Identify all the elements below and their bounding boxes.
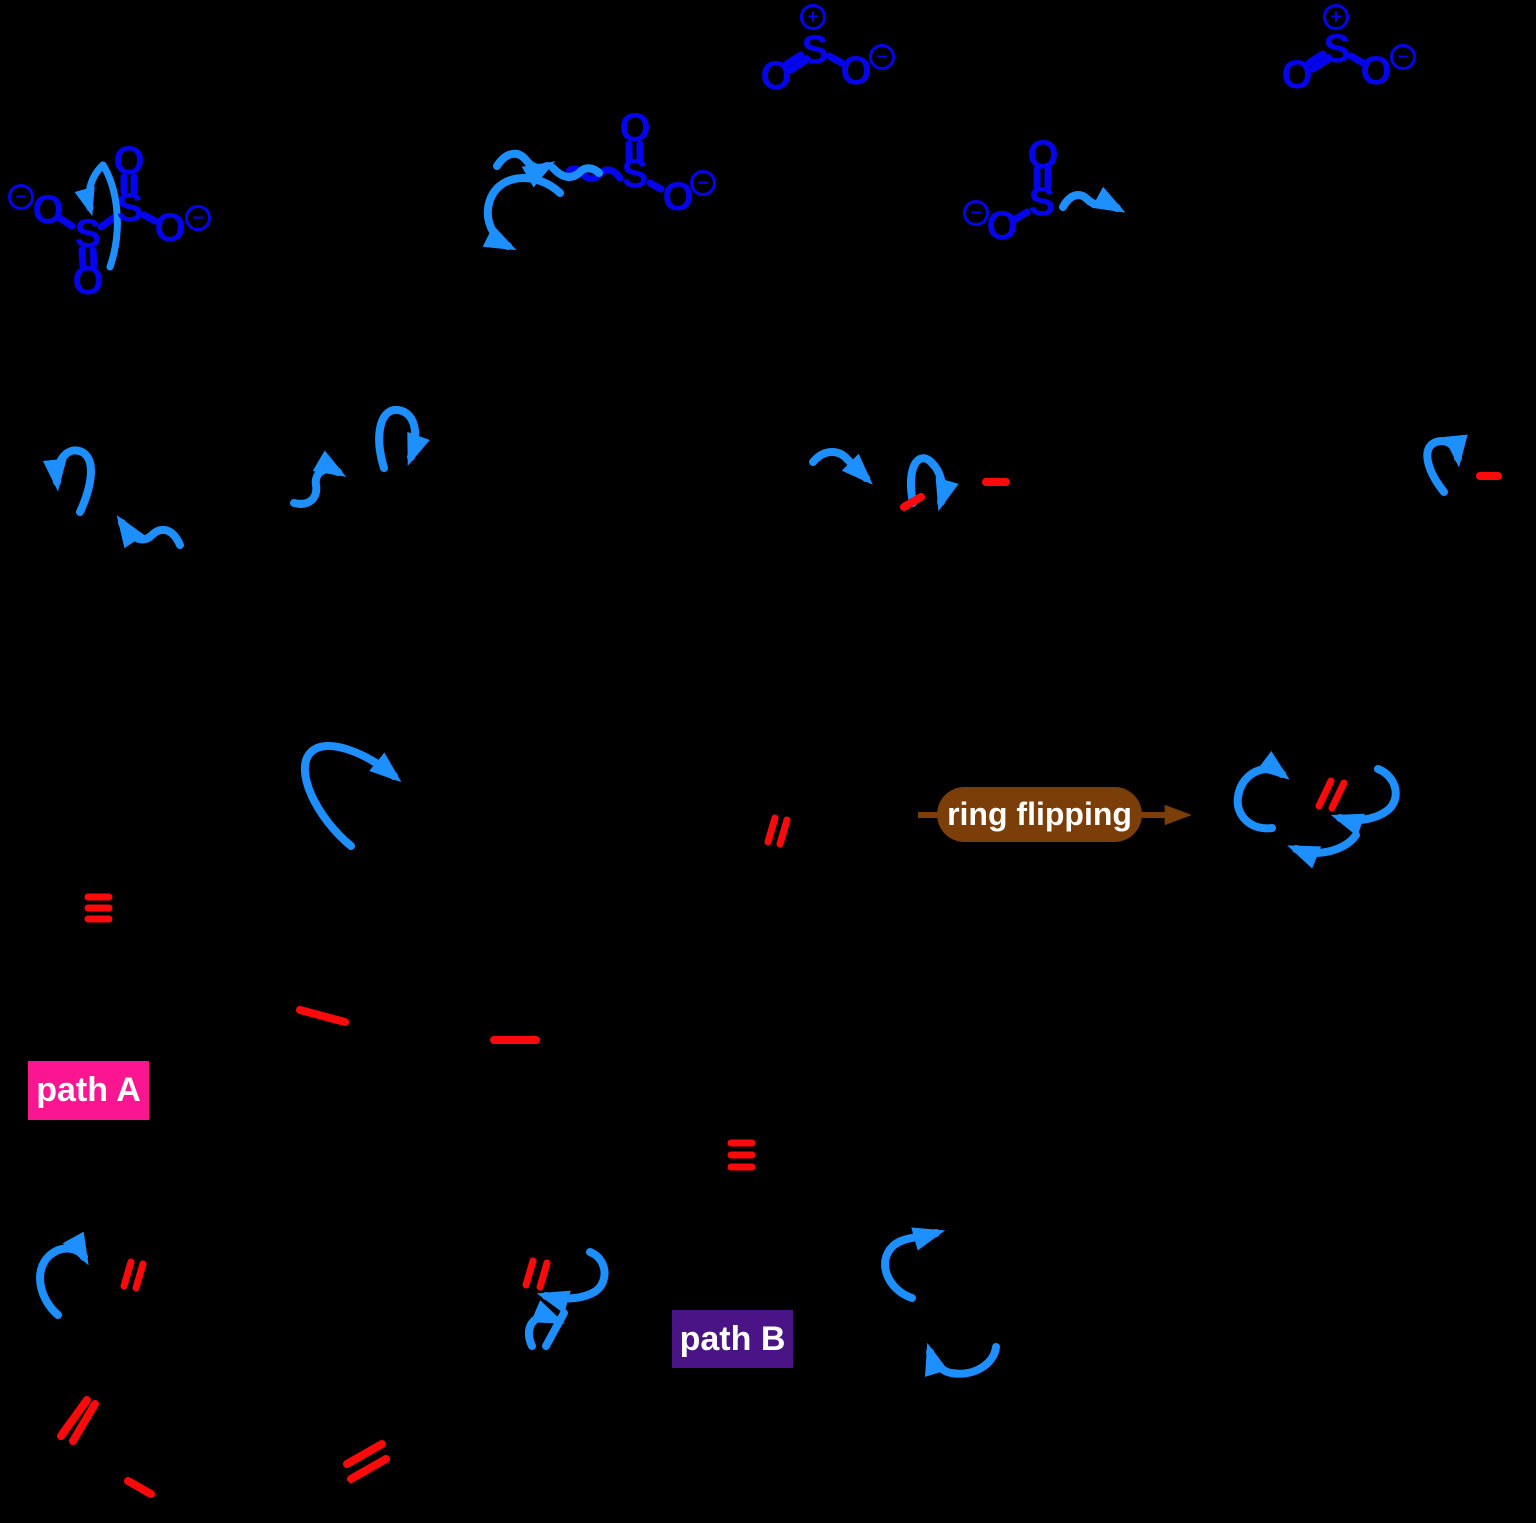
- dithionite-homolysis-arrow: [74, 161, 121, 271]
- sulfinate-right-bonds: [1010, 165, 1052, 224]
- squiggle-arrow-left: [116, 515, 184, 549]
- atom-o: O: [760, 54, 792, 98]
- sulfinate-mid-bonds: [565, 140, 665, 193]
- atom-o: O: [1027, 133, 1059, 177]
- red-double-bond-highlight: [120, 1258, 135, 1290]
- hook-arrow-right: [375, 406, 430, 472]
- red-double-bond-highlight: [347, 1455, 390, 1483]
- bottom-center-arrows: [524, 1248, 609, 1350]
- bond-s-s: [97, 213, 119, 231]
- bond-s-o-double-1: [78, 246, 87, 270]
- atom-o: O: [986, 204, 1018, 248]
- mid-center-arrows: [809, 448, 959, 512]
- ring-flip-arrows: [1233, 750, 1400, 869]
- minus-charge: −: [690, 170, 716, 196]
- loop-diagonal-stroke: [542, 1309, 568, 1350]
- atom-s: S: [1028, 180, 1056, 224]
- red-double-bond-highlight: [536, 1259, 551, 1291]
- bond-o-s: [1010, 208, 1031, 224]
- bond-o-s: [57, 215, 76, 230]
- big-arc-arrow: [300, 742, 402, 850]
- minus-charge: −: [963, 200, 989, 226]
- bottom-red-highlights: [57, 1396, 390, 1498]
- radical-recombination-arrows: [482, 149, 603, 251]
- bond-s-o-double-1: [1305, 50, 1327, 67]
- red-double-bond-highlight: [776, 816, 791, 848]
- atom-o: O: [840, 49, 872, 93]
- loop-arrow: [482, 174, 564, 251]
- red-double-bond-highlight: [1315, 777, 1335, 810]
- wavy-bond: [565, 165, 624, 182]
- red-double-bond-highlight: [69, 1400, 99, 1445]
- atom-s: S: [1323, 27, 1351, 71]
- atom-o: O: [113, 139, 145, 183]
- bond-s-o: [646, 179, 665, 193]
- bond-s-o: [825, 52, 846, 67]
- bond-s-o: [1347, 52, 1367, 67]
- red-triple-bond-mid: [727, 1139, 756, 1171]
- red-double-bond-highlight: [57, 1396, 91, 1440]
- atom-o: O: [32, 188, 64, 232]
- atom-o: O: [72, 259, 104, 303]
- red-bond-highlight: [296, 1006, 349, 1026]
- red-double-bond-highlight: [764, 814, 779, 846]
- atom-s: S: [116, 186, 144, 230]
- c-arrow-down-left: [924, 1342, 1000, 1378]
- small-loop-arrow: [524, 1300, 565, 1350]
- atom-s: S: [621, 152, 649, 196]
- wavy-arrow-down-right: [809, 448, 873, 485]
- minus-charge: −: [185, 205, 211, 231]
- path-a-badge: path A: [28, 1061, 149, 1120]
- atom-o: O: [154, 206, 186, 250]
- squiggle-arrow-up-right: [290, 450, 347, 508]
- atom-o: O: [1360, 49, 1392, 93]
- plus-charge: +: [800, 4, 826, 30]
- atom-o: O: [1281, 53, 1313, 97]
- bond-s-o-double-2: [89, 246, 98, 270]
- wavy-arrow-right: [1059, 186, 1126, 213]
- curve-arrow-down-left: [536, 1248, 609, 1314]
- curved-arrow-ellipse-left: [74, 161, 107, 217]
- red-triple-bond-left: [84, 893, 113, 923]
- minus-charge: −: [1390, 44, 1416, 70]
- curve-arrow-bottom: [1287, 831, 1360, 869]
- plus-charge: +: [1323, 4, 1349, 30]
- red-double-bond-highlight: [522, 1257, 537, 1289]
- red-double-bond-highlight: [343, 1440, 386, 1468]
- atom-s: S: [74, 212, 102, 256]
- path-b-badge: path B: [672, 1310, 793, 1368]
- red-bond-highlight: [124, 1477, 155, 1498]
- so2-cation-right-bonds: [1305, 50, 1367, 73]
- hook-arrow-left: [42, 446, 95, 516]
- loop-arrow-bottom-left: [36, 1231, 89, 1319]
- red-double-bond-highlight: [1328, 779, 1348, 812]
- arch-arrow: [906, 454, 959, 512]
- atom-s: S: [801, 28, 829, 72]
- c-arrow-up-right: [881, 1227, 946, 1302]
- dithionite-bonds: [57, 173, 159, 270]
- curved-arrow-ellipse-right: [99, 161, 121, 271]
- minus-charge: −: [8, 184, 34, 210]
- ellipse-loop-arrow: [1233, 750, 1290, 833]
- bottom-right-arrows: [881, 1227, 1000, 1378]
- ring-flipping-badge: ring flipping: [937, 787, 1142, 842]
- curve-arrow-right: [1330, 765, 1400, 837]
- hook-arrow-far-right: [1423, 434, 1468, 496]
- wavy-arrow: [493, 149, 556, 188]
- minus-charge: −: [869, 44, 895, 70]
- bond-s-o-double-1: [783, 51, 805, 68]
- bond-s-o-double-2: [1309, 56, 1331, 73]
- atom-o: O: [619, 106, 651, 150]
- bond-s-o: [140, 211, 159, 225]
- wavy-arrow-tail: [549, 164, 603, 181]
- red-double-bond-highlight: [132, 1260, 147, 1292]
- bond-s-o-double-2: [787, 57, 809, 74]
- so2-cation-mid-bonds: [783, 51, 846, 74]
- mid-left-arrows: [42, 406, 430, 549]
- red-bond-highlight: [900, 493, 925, 511]
- atom-o: O: [662, 175, 694, 219]
